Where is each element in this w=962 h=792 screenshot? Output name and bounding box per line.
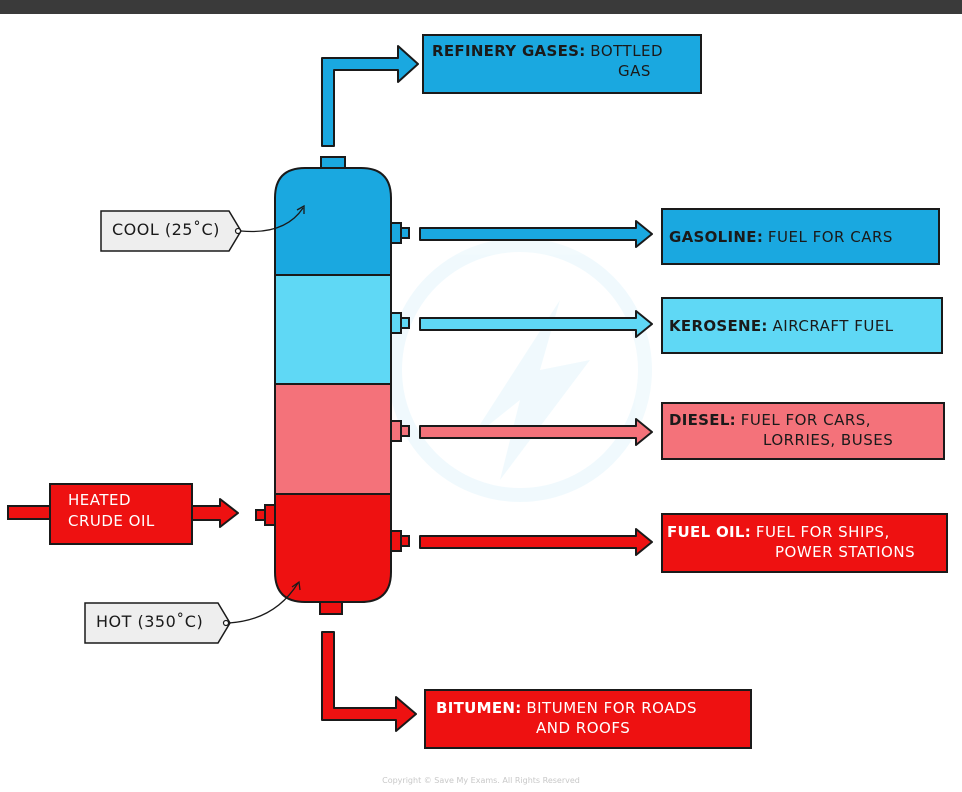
fraction-name: FUEL OIL:: [667, 523, 752, 541]
feed-label: HEATED CRUDE OIL: [68, 490, 155, 532]
copyright-text: Copyright © Save My Exams. All Rights Re…: [382, 776, 580, 785]
watermark-logo: [388, 238, 652, 502]
tag-cool: [100, 204, 305, 252]
fraction-box-refinery-gases: REFINERY GASES: BOTTLED GAS: [422, 34, 702, 94]
arrow-kerosene: [419, 310, 653, 338]
fraction-name: BITUMEN:: [436, 699, 522, 717]
fraction-box-diesel: DIESEL: FUEL FOR CARS, LORRIES, BUSES: [661, 402, 945, 460]
arrow-gasoline: [419, 220, 653, 248]
fraction-name: GASOLINE:: [669, 228, 764, 246]
bottom-nozzle: [319, 601, 343, 615]
tag-hot: [84, 580, 301, 644]
fraction-use: BITUMEN FOR ROADS: [526, 699, 698, 717]
side-nozzles: [255, 222, 410, 552]
feed-label-line1: HEATED: [68, 491, 132, 509]
fraction-use: FUEL FOR SHIPS,: [755, 523, 890, 541]
fraction-use-line2: GAS: [618, 62, 651, 80]
feed-label-line2: CRUDE OIL: [68, 512, 155, 530]
arrow-refinery-gases: [321, 45, 419, 147]
fraction-box-kerosene: KEROSENE: AIRCRAFT FUEL: [661, 297, 943, 354]
fraction-use-line2: AND ROOFS: [536, 719, 631, 737]
fraction-box-bitumen: BITUMEN: BITUMEN FOR ROADS AND ROOFS: [424, 689, 752, 749]
cool-temperature-label: COOL (25˚C): [112, 220, 220, 239]
fraction-name: DIESEL:: [669, 411, 736, 429]
fraction-use: BOTTLED: [590, 42, 664, 60]
fraction-box-gasoline: GASOLINE: FUEL FOR CARS: [661, 208, 940, 265]
fraction-use-line2: LORRIES, BUSES: [763, 431, 894, 449]
feed-box: [49, 483, 193, 545]
fraction-use: FUEL FOR CARS: [767, 228, 893, 246]
fraction-use: FUEL FOR CARS,: [740, 411, 872, 429]
arrow-bitumen: [321, 631, 417, 732]
fraction-name: REFINERY GASES:: [432, 42, 586, 60]
fraction-use-line2: POWER STATIONS: [775, 543, 916, 561]
arrow-diesel: [419, 418, 653, 446]
arrow-fuel-oil: [419, 528, 653, 556]
fraction-use: AIRCRAFT FUEL: [772, 317, 894, 335]
fraction-box-fuel-oil: FUEL OIL: FUEL FOR SHIPS, POWER STATIONS: [661, 513, 948, 573]
hot-temperature-label: HOT (350˚C): [96, 612, 204, 631]
fractionating-column: [274, 167, 392, 603]
fraction-name: KEROSENE:: [669, 317, 768, 335]
top-bar: [0, 0, 962, 14]
